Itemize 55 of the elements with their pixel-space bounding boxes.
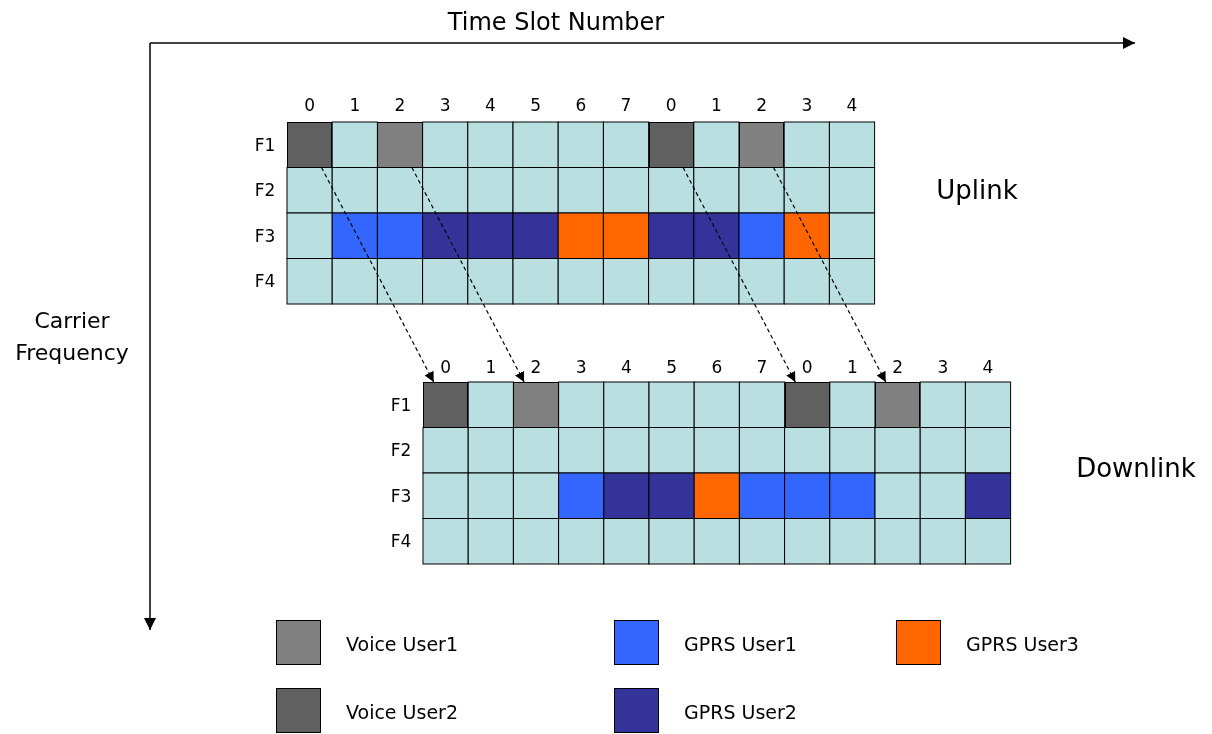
time-slot-number: 3 [937,357,949,377]
grid-title: Uplink [936,175,1018,205]
carrier-label: F1 [390,394,412,415]
dashed-arrow [320,166,435,383]
time-slot-number: 0 [665,95,677,115]
time-slot-number: 4 [621,357,632,377]
time-slot-number: 2 [394,95,406,115]
legend-label: Voice User1 [346,633,458,655]
time-slot-cell [513,382,559,428]
carrier-label: F2 [254,180,276,201]
time-slot-number: 4 [982,357,994,377]
grid-title: Downlink [1076,453,1196,483]
dashed-arrow [772,166,887,383]
legend-label: GPRS User2 [684,701,797,723]
time-slot-number: 1 [485,357,497,377]
time-slot-number: 3 [439,95,451,115]
time-slot-number: 0 [440,357,451,377]
time-slot-cell [423,382,469,428]
axis-title: Time Slot Number [447,8,665,36]
time-slot-number: 4 [485,95,496,115]
carrier-label: F4 [390,531,412,552]
time-slot-number: 7 [756,357,768,377]
time-slot-cell [739,122,785,168]
time-slot-cell [648,122,694,168]
time-slot-number: 1 [847,357,858,377]
carrier-label: F3 [254,225,276,246]
time-slot-number: 0 [801,357,813,377]
carrier-label: F1 [254,134,276,155]
time-slot-number: 4 [846,95,858,115]
time-slot-number: 7 [620,95,632,115]
dashed-arrow [411,166,525,383]
time-slot-number: 5 [530,95,541,115]
time-slot-number: 3 [801,95,813,115]
time-slot-number: 2 [530,357,542,377]
time-slot-cell [784,382,830,428]
time-slot-number: 2 [756,95,767,115]
time-slot-number: 6 [575,95,587,115]
time-slot-number: 1 [711,95,722,115]
time-slot-number: 3 [575,357,587,377]
time-slot-cell [377,122,423,168]
time-slot-number: 5 [666,357,677,377]
axis-title: Carrier Frequency [14,307,130,367]
time-slot-cell [287,122,333,168]
legend-label: GPRS User3 [966,633,1079,655]
carrier-label: F3 [390,485,412,506]
carrier-label: F2 [390,440,412,461]
dashed-arrow [682,166,796,383]
carrier-label: F4 [254,271,276,292]
time-slot-number: 0 [304,95,315,115]
time-slot-number: 1 [349,95,361,115]
time-slot-number: 2 [892,357,903,377]
time-slot-cell [875,382,921,428]
legend-label: Voice User2 [346,701,458,723]
legend-label: GPRS User1 [684,633,797,655]
time-slot-number: 6 [711,357,723,377]
